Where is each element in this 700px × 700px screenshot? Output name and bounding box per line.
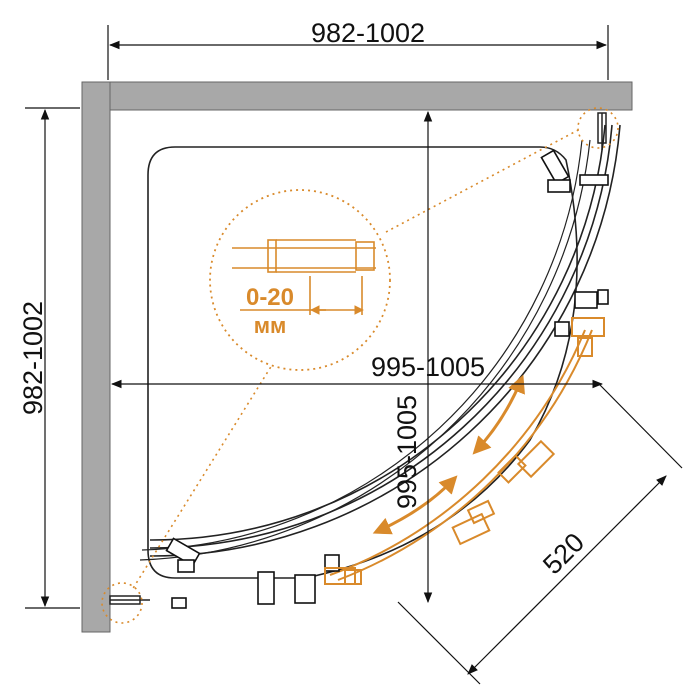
detail-callout: 0-20 мм bbox=[209, 189, 391, 371]
door-tracks bbox=[139, 124, 621, 561]
detail-gap-label: 0-20 bbox=[246, 284, 294, 311]
motion-arrow-lower bbox=[372, 475, 458, 535]
top-wall bbox=[81, 81, 633, 111]
walls bbox=[81, 81, 633, 633]
detail-unit-label: мм bbox=[254, 313, 287, 338]
motion-arrow-upper bbox=[472, 374, 525, 455]
dimension-lines bbox=[25, 25, 683, 685]
tray-horizontal-dimension-label: 995-1005 bbox=[371, 352, 485, 382]
door-dimension-label: 520 bbox=[537, 527, 590, 580]
left-wall bbox=[81, 81, 111, 633]
fixed-panel-ends bbox=[109, 112, 607, 605]
detail-leaders bbox=[101, 107, 619, 624]
door-dimension-line bbox=[467, 475, 667, 675]
width-dimension-label: 982-1002 bbox=[311, 18, 425, 48]
height-dimension-label: 982-1002 bbox=[18, 301, 48, 415]
tray-vertical-dimension-label: 995-1005 bbox=[392, 395, 422, 509]
door-hardware bbox=[165, 149, 609, 609]
